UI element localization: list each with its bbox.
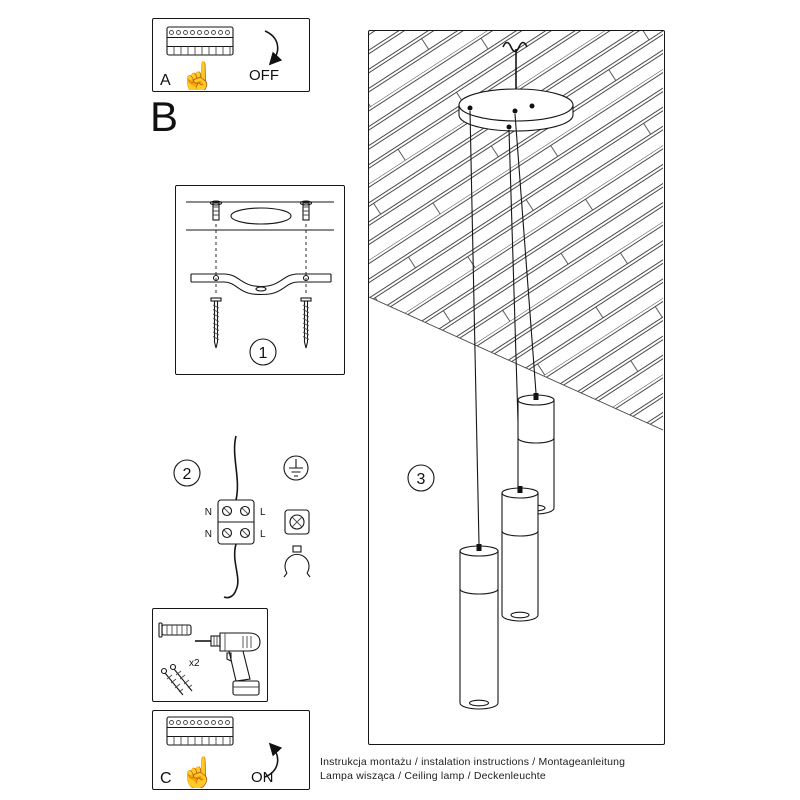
switch-state-label: OFF <box>249 67 279 84</box>
step-2-group: 2 N L N L <box>160 430 340 610</box>
cable-clamp-icon <box>283 545 311 578</box>
wall-anchor-icon <box>209 200 223 221</box>
hand-press-icon: ☝ <box>179 754 216 788</box>
terminal-label-neutral: N <box>205 529 212 540</box>
ceiling-texture <box>369 31 663 431</box>
step-1-box: 1 <box>175 185 345 375</box>
wall-plug-icon <box>158 622 192 638</box>
ceiling-hook-icon <box>502 41 528 53</box>
step-2-badge: 2 <box>173 459 201 487</box>
quantity-label: x2 <box>189 658 200 669</box>
section-b-label: B <box>150 93 179 140</box>
screw-icon <box>300 297 312 349</box>
pendant-tube <box>501 486 539 622</box>
terminal-strip-icon <box>166 26 234 56</box>
terminal-label-live: L <box>260 529 266 540</box>
ground-symbol-icon <box>283 455 309 481</box>
step-3-panel: 3 <box>368 30 665 745</box>
svg-text:3: 3 <box>417 471 426 488</box>
svg-text:1: 1 <box>259 345 268 362</box>
terminal-label-live: L <box>260 507 266 518</box>
terminal-connector-icon <box>217 499 255 545</box>
step-1-badge: 1 <box>249 338 277 366</box>
panel-a: ☝ OFF A <box>152 18 310 92</box>
wall-anchor-icon <box>299 200 313 221</box>
footer-line-2: Lampa wisząca / Ceiling lamp / Deckenleu… <box>320 769 546 782</box>
rotate-down-arrow-icon <box>264 30 283 66</box>
panel-c: ☝ ON C <box>152 710 310 790</box>
panel-c-label: C <box>160 770 172 787</box>
ground-screw-icon <box>284 509 310 535</box>
pendant-tube <box>459 544 499 710</box>
step-3-badge: 3 <box>407 464 435 492</box>
switch-state-label: ON <box>251 769 274 786</box>
screw-icon <box>210 297 222 349</box>
terminal-strip-icon <box>166 716 234 746</box>
lamp-cable-icon <box>223 543 239 599</box>
pendant-cable <box>469 110 480 545</box>
rotate-up-arrow-icon <box>264 742 283 778</box>
svg-text:2: 2 <box>183 466 192 483</box>
terminal-label-neutral: N <box>205 507 212 518</box>
drill-icon <box>195 632 261 696</box>
screws-icon <box>160 663 193 696</box>
tools-box: x2 <box>152 608 268 702</box>
hand-press-icon: ☝ <box>179 59 216 90</box>
mounting-bracket-icon <box>190 273 332 296</box>
power-cable-icon <box>233 435 239 501</box>
canopy-icon <box>458 88 574 132</box>
footer-line-1: Instrukcja montażu / instalation instruc… <box>320 756 626 768</box>
ceiling-board-icon <box>186 201 334 231</box>
panel-a-label: A <box>160 72 171 89</box>
pendant-cable <box>514 113 537 394</box>
